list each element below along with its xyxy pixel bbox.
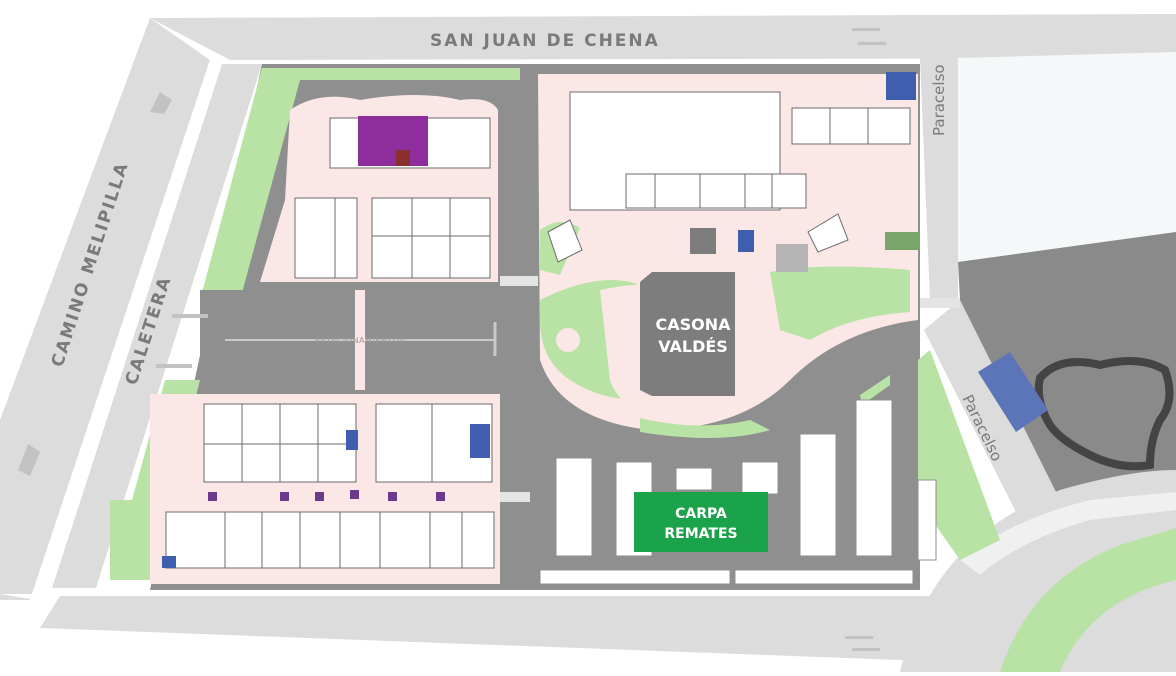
accessible-parking-icon xyxy=(738,230,754,252)
buildings-southwest xyxy=(162,403,495,569)
bridge xyxy=(978,352,1048,432)
family-icon xyxy=(470,424,490,458)
pond xyxy=(978,352,1174,471)
casona-valdes: CASONA VALDÉS xyxy=(640,272,735,396)
restroom-icon xyxy=(396,150,410,166)
highlighted-building xyxy=(358,116,428,166)
road-paracelso-south xyxy=(924,300,1060,520)
direction-arrows xyxy=(18,28,886,651)
road-south xyxy=(40,596,1176,660)
gym-label: GIMNASIO xyxy=(620,138,700,154)
street-paracelso-north: Paracelso xyxy=(930,64,948,136)
carpa-label-line1: CARPA xyxy=(675,506,727,522)
info-icon xyxy=(162,556,176,568)
carpa-remates: CARPA REMATES xyxy=(634,492,768,552)
road-camino-melipilla xyxy=(0,18,210,600)
casona-label-line1: CASONA xyxy=(655,315,731,334)
road-san-juan-de-chena xyxy=(150,14,1176,60)
gym-complex: GIMNASIO xyxy=(547,72,919,272)
parking-label: ESTACIONAMIENTOS xyxy=(315,336,405,345)
road-paracelso-north xyxy=(920,58,958,300)
carpa-label-line2: REMATES xyxy=(664,526,737,542)
buildings-northwest xyxy=(294,116,491,279)
accessible-parking-icon xyxy=(346,430,358,450)
direction-arrow-icon xyxy=(150,92,172,114)
family-icon xyxy=(886,72,916,100)
street-san-juan-de-chena: SAN JUAN DE CHENA xyxy=(430,31,660,51)
casona-label-line2: VALDÉS xyxy=(658,337,728,356)
road-caletera xyxy=(52,64,262,588)
